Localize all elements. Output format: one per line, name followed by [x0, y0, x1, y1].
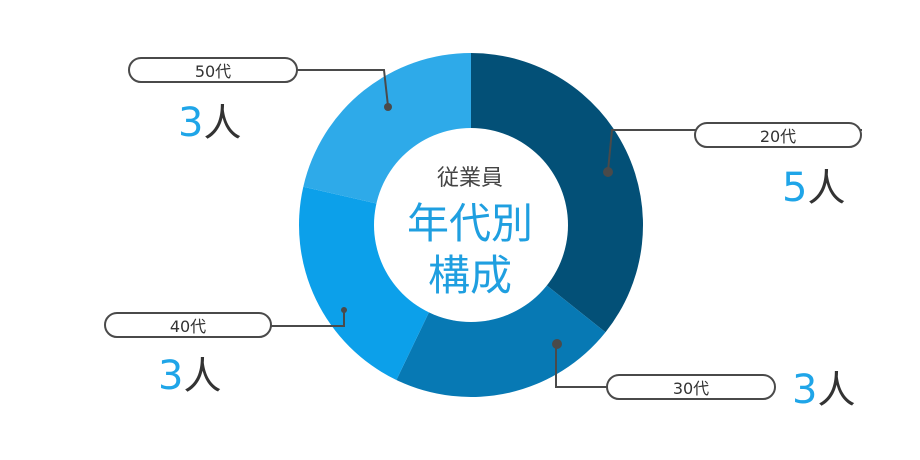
slice-value-number-50s: 3 — [178, 100, 204, 146]
slice-value-number-20s: 5 — [782, 165, 808, 211]
center-label: 従業員 — [436, 166, 503, 191]
leader-line-40s — [270, 310, 345, 327]
chart-title-line-1: 年代別 — [406, 199, 533, 248]
slice-value-30s: 3人 — [792, 370, 855, 410]
slice-value-unit-20s: 人 — [807, 166, 846, 210]
leader-line-50s — [296, 69, 389, 107]
leader-line-30s — [555, 345, 610, 388]
leader-dots — [341, 103, 613, 349]
chart-title: 年代別 構成 — [380, 198, 560, 302]
slice-value-number-30s: 3 — [792, 367, 818, 413]
slice-value-unit-50s: 人 — [203, 101, 242, 145]
leader-dot-30s — [552, 339, 562, 349]
chart-title-line-2: 構成 — [427, 251, 512, 300]
slice-value-number-40s: 3 — [158, 353, 184, 399]
slice-value-20s: 5人 — [782, 168, 845, 208]
leader-dot-40s — [341, 307, 347, 313]
slice-value-40s: 3人 — [158, 356, 221, 396]
slice-label-30s: 30代 — [606, 374, 776, 400]
slice-value-unit-30s: 人 — [817, 368, 856, 412]
slice-value-unit-40s: 人 — [183, 354, 222, 398]
donut-hole — [374, 128, 568, 322]
leader-dot-50s — [384, 103, 392, 111]
slice-label-40s: 40代 — [104, 312, 272, 338]
leader-dot-20s — [603, 167, 613, 177]
slice-value-50s: 3人 — [178, 103, 241, 143]
slice-label-50s: 50代 — [128, 57, 298, 83]
slice-label-20s: 20代 — [694, 122, 862, 148]
